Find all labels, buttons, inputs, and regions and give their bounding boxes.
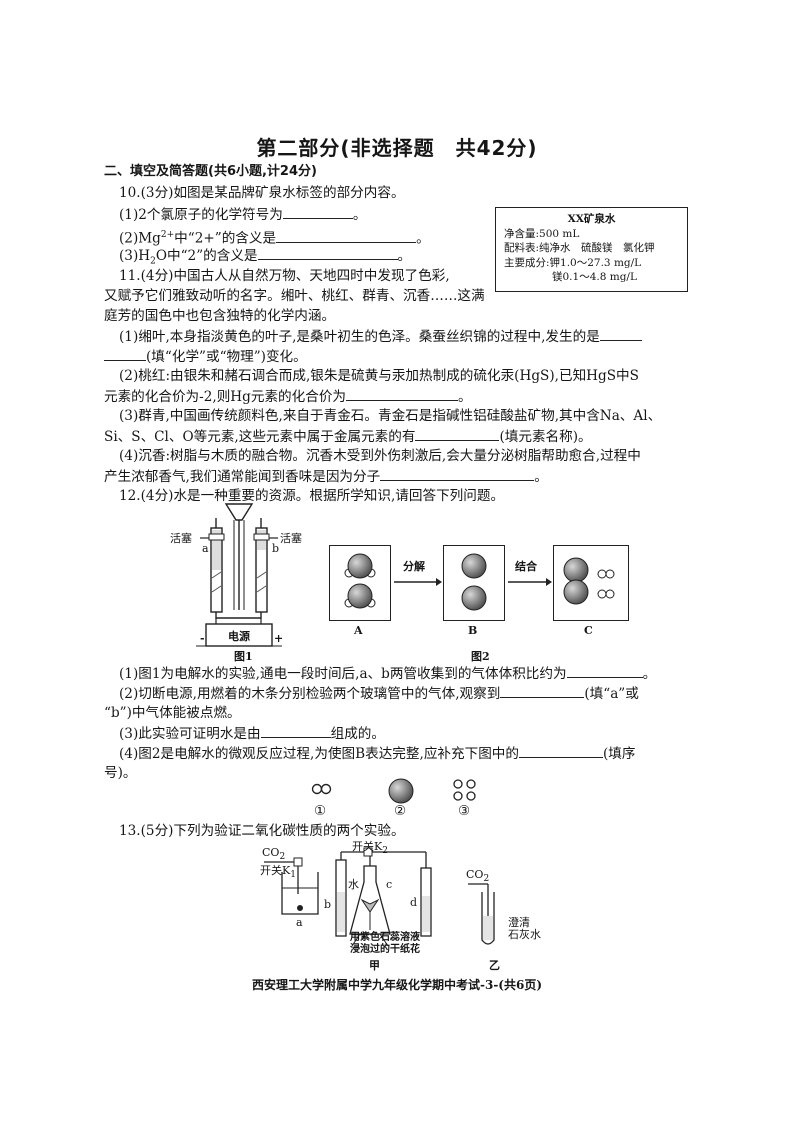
section-heading: 二、填空及简答题(共6小题,计24分) bbox=[104, 164, 317, 179]
answer-blank[interactable] bbox=[518, 744, 603, 758]
yi-co2-label: CO2 bbox=[466, 868, 490, 885]
figure-1-electrolysis: 活塞 活塞 a b 电源 - + bbox=[160, 500, 320, 662]
answer-blank[interactable] bbox=[500, 684, 585, 698]
label-components-k: 主要成分:钾1.0～27.3 mg/L bbox=[504, 256, 642, 269]
q10-stem: 10.(3分)如图是某品牌矿泉水标签的部分内容。 bbox=[119, 185, 405, 201]
answer-blank[interactable] bbox=[260, 724, 331, 738]
q12-stem: 12.(4分)水是一种重要的资源。根据所学知识,请回答下列问题。 bbox=[119, 488, 505, 504]
co2-flower-experiment-drawing bbox=[264, 847, 432, 947]
q11-stem-line2: 又赋予它们雅致动听的名字。缃叶、桃红、群青、沉香……这满 bbox=[104, 288, 485, 304]
page-title: 第二部分(非选择题 共42分) bbox=[256, 136, 538, 160]
q11-stem-line1: 11.(4分)中国古人从自然万物、天地四时中发现了色彩, bbox=[119, 268, 450, 284]
q12-part2-cont: “b”)中气体能被点燃。 bbox=[104, 705, 241, 721]
tube-a-label: a bbox=[202, 542, 209, 555]
switch-k1-label: 开关K1 bbox=[260, 864, 296, 881]
q12-part3: (3)此实验可证明水是由组成的。 bbox=[119, 724, 385, 742]
q12-part2: (2)切断电源,用燃着的木条分别检验两个玻璃管中的气体,观察到(填“a”或 bbox=[119, 684, 639, 702]
q11-part3-cont: Si、S、Cl、O等元素,这些元素中属于金属元素的有(填元素名称)。 bbox=[104, 427, 592, 445]
q10-part2: (2)Mg2+中“2+”的含义是。 bbox=[119, 229, 430, 247]
limewater-label-line1: 澄清 bbox=[508, 916, 530, 929]
q11-part2-cont: 元素的化合价为-2,则Hg元素的化合价为。 bbox=[104, 387, 472, 405]
q13-stem: 13.(5分)下列为验证二氧化碳性质的两个实验。 bbox=[119, 823, 405, 839]
answer-blank[interactable] bbox=[415, 427, 500, 441]
power-supply-label: 电源 bbox=[228, 630, 250, 643]
arrow-decompose-label: 分解 bbox=[403, 560, 425, 573]
figure-jia-apparatus: CO2 开关K1 开关K2 a b c d 水 用紫色石蕊溶液 浸泡过的干纸花 bbox=[256, 840, 456, 955]
label-components-mg: 镁0.1～4.8 mg/L bbox=[552, 271, 637, 283]
jia-c-label: c bbox=[386, 878, 393, 891]
option-2-oxygen-atom-icon bbox=[388, 778, 414, 804]
answer-blank[interactable] bbox=[566, 664, 643, 678]
flower-label-line2: 浸泡过的干纸花 bbox=[350, 944, 420, 955]
fig2-label-b: B bbox=[468, 624, 478, 637]
arrow-combine-label: 结合 bbox=[515, 560, 537, 573]
jia-d-label: d bbox=[410, 896, 418, 909]
figure-jia-caption: 甲 bbox=[369, 959, 380, 972]
answer-blank[interactable] bbox=[257, 246, 398, 260]
q12-part1: (1)图1为电解水的实验,通电一段时间后,a、b两管收集到的气体体积比约为。 bbox=[119, 664, 657, 682]
answer-blank[interactable] bbox=[276, 229, 417, 243]
fig2-box-c bbox=[553, 545, 629, 621]
figure-yi-caption: 乙 bbox=[489, 959, 500, 972]
fig2-box-b bbox=[443, 545, 505, 621]
answer-blank[interactable] bbox=[380, 467, 535, 481]
label-ingredients: 配料表:纯净水 硫酸镁 氯化钾 bbox=[504, 242, 655, 254]
answer-blank[interactable] bbox=[104, 347, 146, 361]
option-3-hydrogen-atoms-icon bbox=[453, 779, 476, 801]
figure-yi-apparatus: CO2 澄清 石灰水 bbox=[462, 866, 552, 950]
arrow-combine-icon bbox=[508, 578, 552, 586]
q11-part2: (2)桃红:由银朱和赭石调合而成,银朱是硫黄与汞加热制成的硫化汞(HgS),已知… bbox=[119, 368, 639, 384]
positive-terminal: + bbox=[274, 632, 284, 645]
stopcock-left-label: 活塞 bbox=[170, 532, 192, 545]
option-1-label: ① bbox=[314, 803, 327, 819]
q11-part4-cont: 产生浓郁香气,我们通常能闻到香味是因为分子。 bbox=[104, 467, 548, 485]
label-volume: 净含量:500 mL bbox=[504, 227, 580, 240]
jia-b-label: b bbox=[324, 898, 332, 911]
q10-part3: (3)H2O中“2”的含义是。 bbox=[119, 246, 412, 267]
figure-2-caption: 图2 bbox=[471, 650, 490, 663]
limewater-test-tube-drawing bbox=[468, 883, 495, 945]
answer-blank[interactable] bbox=[282, 205, 353, 219]
q10-part1: (1)2个氯原子的化学符号为。 bbox=[119, 205, 367, 223]
jia-a-label: a bbox=[296, 916, 303, 929]
q11-part3: (3)群青,中国画传统颜料色,来自于青金石。青金石是指碱性铝硅酸盐矿物,其中含N… bbox=[119, 408, 662, 424]
fig2-label-a: A bbox=[354, 624, 363, 637]
figure-1-caption: 图1 bbox=[234, 650, 253, 663]
q11-part1-cont: (填“化学”或“物理”)变化。 bbox=[104, 347, 307, 366]
limewater-label-line2: 石灰水 bbox=[508, 928, 541, 941]
arrow-decompose-icon bbox=[394, 578, 442, 586]
answer-blank[interactable] bbox=[346, 387, 459, 401]
flower-label-line1: 用紫色石蕊溶液 bbox=[350, 932, 420, 943]
jia-water-label: 水 bbox=[348, 878, 359, 891]
q12-part4-cont: 号)。 bbox=[104, 765, 137, 781]
fig2-label-c: C bbox=[584, 624, 593, 637]
electrolysis-apparatus-drawing bbox=[196, 503, 282, 647]
water-molecules-icon bbox=[344, 553, 376, 609]
option-1-hydrogen-molecule-icon bbox=[311, 783, 332, 795]
mineral-water-label: XX矿泉水 净含量:500 mL 配料表:纯净水 硫酸镁 氯化钾 主要成分:钾1… bbox=[495, 207, 688, 292]
jia-co2-label: CO2 bbox=[262, 846, 286, 863]
tube-b-label: b bbox=[272, 542, 280, 555]
q11-part4: (4)沉香:树脂与木质的融合物。沉香木受到外伤刺激后,会大量分泌树脂帮助愈合,过… bbox=[119, 448, 641, 464]
stopcock-right-label: 活塞 bbox=[280, 532, 302, 545]
fig2-box-a bbox=[329, 545, 391, 621]
switch-k2-label: 开关K2 bbox=[352, 840, 388, 857]
q11-part1: (1)缃叶,本身指淡黄色的叶子,是桑叶初生的色泽。桑蚕丝织锦的过程中,发生的是 bbox=[119, 327, 642, 346]
q12-part4: (4)图2是电解水的微观反应过程,为使图B表达完整,应补充下图中的(填序 bbox=[119, 744, 636, 762]
answer-blank[interactable] bbox=[599, 327, 642, 341]
oxygen-and-hydrogen-molecules-icon bbox=[563, 557, 615, 605]
option-2-label: ② bbox=[394, 803, 407, 819]
negative-terminal: - bbox=[200, 632, 205, 645]
q11-stem-line3: 庭芳的国色中也包含独特的化学内涵。 bbox=[104, 308, 336, 324]
option-3-label: ③ bbox=[458, 803, 471, 819]
page-footer: 西安理工大学附属中学九年级化学期中考试-3-(共6页) bbox=[251, 978, 543, 992]
label-title: XX矿泉水 bbox=[567, 213, 616, 225]
oxygen-atoms-icon bbox=[461, 553, 487, 611]
